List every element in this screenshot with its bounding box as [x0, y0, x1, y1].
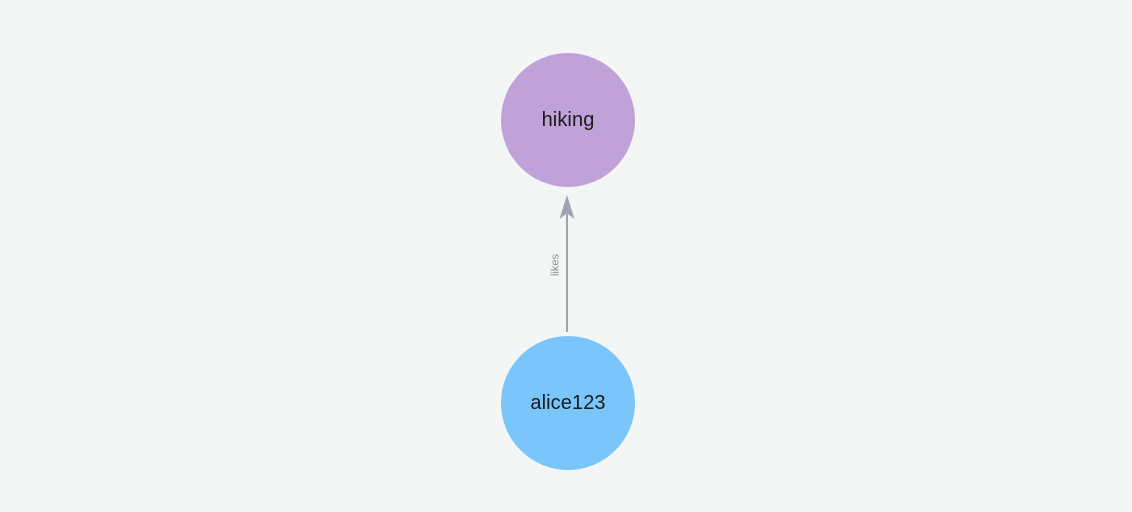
graph-node-alice123[interactable]: alice123	[501, 336, 635, 470]
arrowhead-icon	[559, 195, 575, 219]
graph-node-label: hiking	[541, 109, 595, 131]
graph-node-label: alice123	[530, 392, 606, 414]
edge-alice123-likes-hiking[interactable]	[559, 195, 575, 332]
edge-label-likes: likes	[549, 253, 562, 277]
graph-node-hiking[interactable]: hiking	[501, 53, 635, 187]
